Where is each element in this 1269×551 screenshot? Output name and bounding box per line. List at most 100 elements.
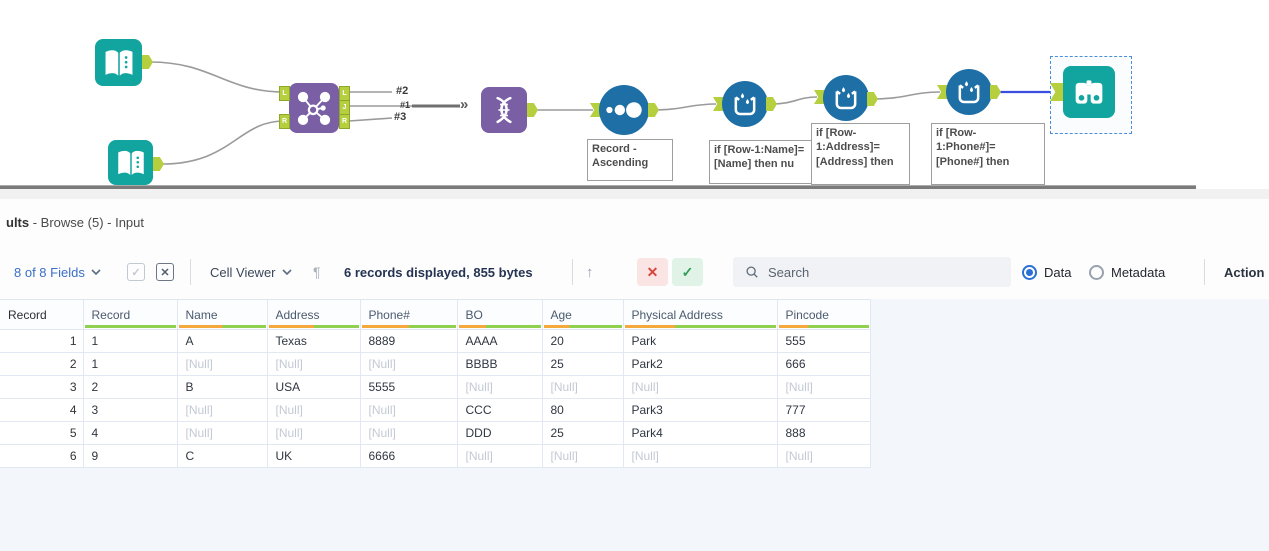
browse-input-anchor[interactable] <box>1050 83 1064 101</box>
scroll-to-top-button[interactable]: ↑ <box>586 263 594 281</box>
data-cell[interactable]: 25 <box>542 352 624 376</box>
multi-row-formula-tool-1[interactable] <box>722 81 768 127</box>
join-output-L-anchor[interactable]: L <box>339 86 350 101</box>
mrf1-output-anchor[interactable] <box>766 97 777 111</box>
multi-row-formula-tool-3[interactable] <box>946 69 992 115</box>
data-cell[interactable]: C <box>177 444 268 468</box>
data-cell[interactable]: 80 <box>542 398 624 422</box>
join-output-R-anchor[interactable]: R <box>339 114 350 129</box>
data-cell[interactable]: 5555 <box>360 375 458 399</box>
column-header-age[interactable]: Age <box>542 299 624 330</box>
data-cell[interactable]: 777 <box>777 398 871 422</box>
data-cell[interactable]: 20 <box>542 329 624 353</box>
data-cell[interactable]: [Null] <box>360 421 458 445</box>
wire-input2-join[interactable] <box>161 120 285 165</box>
data-cell[interactable]: [Null] <box>360 352 458 376</box>
data-cell[interactable]: [Null] <box>542 375 624 399</box>
data-cell[interactable]: UK <box>267 444 361 468</box>
column-header-bo[interactable]: BO <box>457 299 543 330</box>
data-cell[interactable]: 9 <box>83 444 178 468</box>
data-cell[interactable]: 1 <box>83 352 178 376</box>
data-cell[interactable]: 3 <box>83 398 178 422</box>
data-cell[interactable]: 666 <box>777 352 871 376</box>
mrf3-output-anchor[interactable] <box>990 85 1001 99</box>
data-cell[interactable]: [Null] <box>542 444 624 468</box>
actions-menu[interactable]: Action <box>1224 264 1265 280</box>
data-cell[interactable]: [Null] <box>267 421 361 445</box>
show-whitespace-toggle[interactable]: ¶ <box>313 264 321 280</box>
cell-viewer-dropdown[interactable]: Cell Viewer <box>210 245 292 299</box>
join-output-J-anchor[interactable]: J <box>339 100 350 115</box>
column-header-phone-[interactable]: Phone# <box>360 299 458 330</box>
data-cell[interactable]: [Null] <box>360 398 458 422</box>
search-box[interactable] <box>733 257 1011 287</box>
input-data-tool-2[interactable] <box>108 140 153 185</box>
column-header-pincode[interactable]: Pincode <box>777 299 871 330</box>
wire-mrf1-mrf2[interactable] <box>771 96 818 105</box>
data-cell[interactable]: [Null] <box>777 444 871 468</box>
data-cell[interactable]: CCC <box>457 398 543 422</box>
data-cell[interactable]: Park4 <box>623 421 778 445</box>
data-cell[interactable]: BBBB <box>457 352 543 376</box>
uncheck-all-fields-icon[interactable]: ✕ <box>156 263 174 281</box>
row-number-column-header[interactable]: Record <box>0 299 84 330</box>
data-cell[interactable]: Texas <box>267 329 361 353</box>
row-number-cell[interactable]: 2 <box>0 352 84 376</box>
data-cell[interactable]: 888 <box>777 421 871 445</box>
sort-input-anchor[interactable] <box>590 103 601 117</box>
data-cell[interactable]: 1 <box>83 329 178 353</box>
data-cell[interactable]: Park <box>623 329 778 353</box>
data-cell[interactable]: 8889 <box>360 329 458 353</box>
mrf1-input-anchor[interactable] <box>713 97 724 111</box>
data-cell[interactable]: [Null] <box>177 352 268 376</box>
sort-annotation[interactable]: Record - Ascending <box>587 139 673 181</box>
radio-data-circle[interactable] <box>1022 264 1037 280</box>
join-input-L-anchor[interactable]: L <box>279 86 290 101</box>
column-header-address[interactable]: Address <box>267 299 361 330</box>
column-header-record[interactable]: Record <box>83 299 178 330</box>
data-cell[interactable]: [Null] <box>457 375 543 399</box>
clear-search-button[interactable]: ✕ <box>637 258 668 286</box>
mrf1-annotation[interactable]: if [Row-1:Name]= [Name] then nu <box>709 140 818 184</box>
fields-dropdown[interactable]: 8 of 8 Fields <box>14 245 101 299</box>
data-cell[interactable]: B <box>177 375 268 399</box>
data-cell[interactable]: Park2 <box>623 352 778 376</box>
column-header-physical-address[interactable]: Physical Address <box>623 299 778 330</box>
radio-metadata-circle[interactable] <box>1089 264 1104 280</box>
data-cell[interactable]: [Null] <box>623 444 778 468</box>
join-input-R-anchor[interactable]: R <box>279 114 290 129</box>
data-cell[interactable]: Park3 <box>623 398 778 422</box>
sort-tool[interactable] <box>599 85 649 135</box>
join-tool[interactable] <box>289 83 339 133</box>
wire-mrf2-mrf3[interactable] <box>871 91 941 100</box>
column-header-name[interactable]: Name <box>177 299 268 330</box>
data-cell[interactable]: A <box>177 329 268 353</box>
wire-join-R-stub[interactable] <box>348 117 393 122</box>
apply-search-button[interactable]: ✓ <box>672 258 703 286</box>
data-cell[interactable]: DDD <box>457 421 543 445</box>
browse-tool[interactable] <box>1063 66 1115 118</box>
radio-metadata[interactable]: Metadata <box>1089 245 1165 299</box>
data-cell[interactable]: 2 <box>83 375 178 399</box>
sort-output-anchor[interactable] <box>648 103 659 117</box>
input-data-tool-1[interactable] <box>95 39 142 86</box>
data-cell[interactable]: USA <box>267 375 361 399</box>
radio-data[interactable]: Data <box>1022 245 1071 299</box>
data-cell[interactable]: [Null] <box>457 444 543 468</box>
data-cell[interactable]: [Null] <box>777 375 871 399</box>
data-cell[interactable]: [Null] <box>267 352 361 376</box>
union-tool[interactable] <box>481 87 527 133</box>
data-cell[interactable]: 555 <box>777 329 871 353</box>
data-cell[interactable]: AAAA <box>457 329 543 353</box>
mrf2-output-anchor[interactable] <box>867 92 878 106</box>
data-cell[interactable]: [Null] <box>177 398 268 422</box>
data-cell[interactable]: 4 <box>83 421 178 445</box>
multi-row-formula-tool-2[interactable] <box>823 75 869 121</box>
data-cell[interactable]: [Null] <box>177 421 268 445</box>
canvas-horizontal-scrollbar[interactable] <box>0 185 1196 190</box>
check-all-fields-icon[interactable]: ✓ <box>127 263 145 281</box>
workflow-canvas[interactable]: L R L J R #2 #1 #3 » <box>0 0 1269 186</box>
row-number-cell[interactable]: 4 <box>0 398 84 422</box>
row-number-cell[interactable]: 3 <box>0 375 84 399</box>
row-number-cell[interactable]: 1 <box>0 329 84 353</box>
